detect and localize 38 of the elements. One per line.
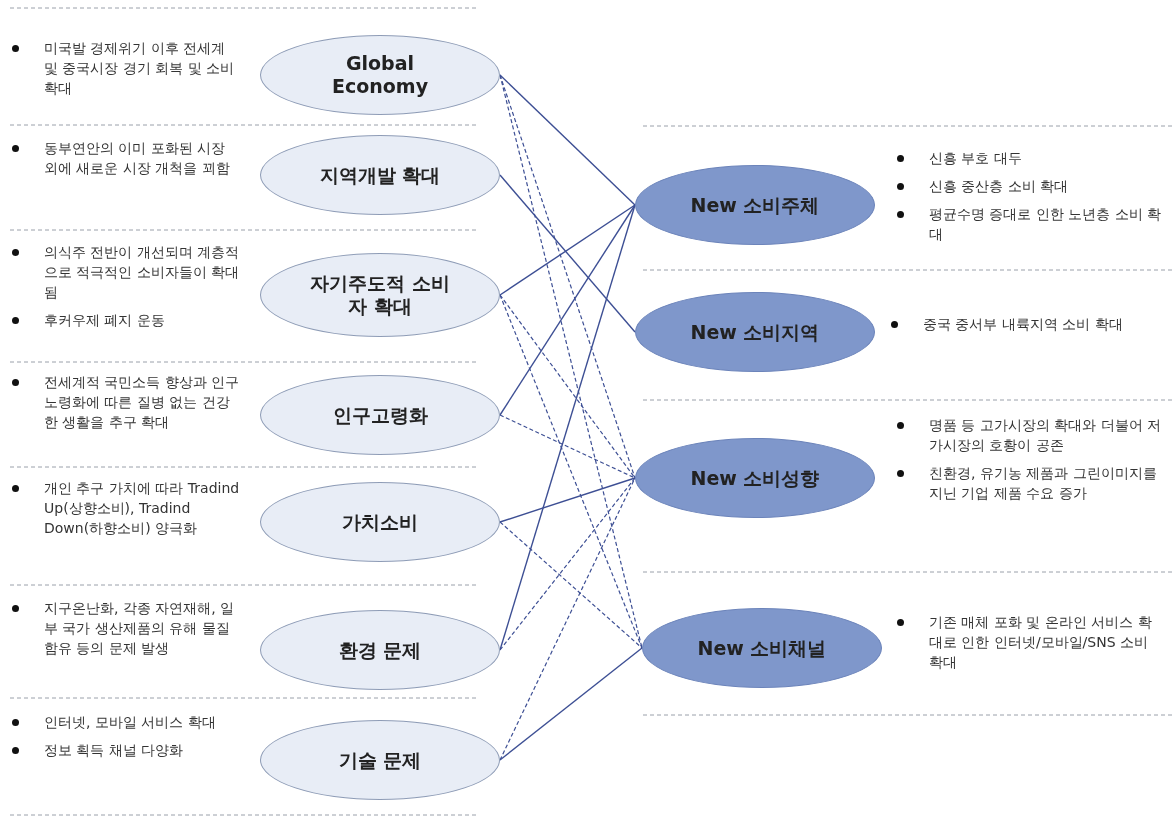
node-label: New 소비성향 xyxy=(689,466,821,490)
connector-line xyxy=(499,294,636,479)
node-label: 인구고령화 xyxy=(331,403,429,427)
bullet-text: 정보 획득 채널 다양화 xyxy=(44,741,185,760)
connector-line xyxy=(499,174,636,333)
bullet-text: 신흥 부호 대두 xyxy=(929,149,1023,168)
node-label: 가치소비 xyxy=(341,510,419,534)
bullet-text: 개인 추구 가치에 따라 Tradind Up(상향소비), Tradind Down(하향소비) 양극화 xyxy=(44,479,241,538)
bullet-text: 기존 매체 포화 및 온라인 서비스 확대로 인한 인터넷/모바일/SNS 소비 확대 xyxy=(929,613,1153,672)
bullet-text: 동부연안의 이미 포화된 시장 외에 새로운 시장 개척을 꾀함 xyxy=(44,139,231,178)
connector-line xyxy=(499,477,636,651)
bullet-text: 의식주 전반이 개선되며 계층적으로 적극적인 소비자들이 확대됨 xyxy=(44,243,241,302)
bullet-text: 명품 등 고가시장의 확대와 더불어 저가시장의 호황이 공존 xyxy=(929,416,1163,455)
node-label: New 소비주체 xyxy=(689,193,821,217)
bullet-text: 중국 중서부 내륙지역 소비 확대 xyxy=(923,315,1124,334)
connector-line xyxy=(499,74,636,479)
bullet-text: 후커우제 폐지 운동 xyxy=(44,311,166,330)
bullet-text: 미국발 경제위기 이후 전세계 및 중국시장 경기 회복 및 소비확대 xyxy=(44,39,236,98)
connector-line xyxy=(499,647,643,761)
bullet-text: 인터넷, 모바일 서비스 확대 xyxy=(44,713,217,732)
bullet-text: 친환경, 유기농 제품과 그린이미지를 지닌 기업 제품 수요 증가 xyxy=(929,464,1158,503)
connector-line xyxy=(499,294,643,649)
node-label: 지역개발 확대 xyxy=(318,163,442,187)
node-label: New 소비채널 xyxy=(696,636,828,660)
bullet-text: 전세계적 국민소득 향상과 인구노령화에 따른 질병 없는 건강한 생활을 추구 확대 xyxy=(44,373,241,432)
bullet-text: 평균수명 증대로 인한 노년층 소비 확대 xyxy=(929,205,1163,244)
node-label: 환경 문제 xyxy=(337,638,423,662)
bullet-text: 신흥 중산층 소비 확대 xyxy=(929,177,1070,196)
connector-line xyxy=(499,204,636,416)
connector-line xyxy=(499,477,636,523)
node-label: Global Economy xyxy=(330,52,430,98)
node-label: 기술 문제 xyxy=(337,748,423,772)
node-label: 자기주도적 소비자 확대 xyxy=(309,272,451,318)
connector-line xyxy=(499,204,636,296)
bullet-text: 지구온난화, 각종 자연재해, 일부 국가 생산제품의 유해 물질 함유 등의 문제 발생 xyxy=(44,599,236,658)
connector-line xyxy=(499,74,636,206)
connector-line xyxy=(499,414,636,479)
node-label: New 소비지역 xyxy=(689,320,821,344)
